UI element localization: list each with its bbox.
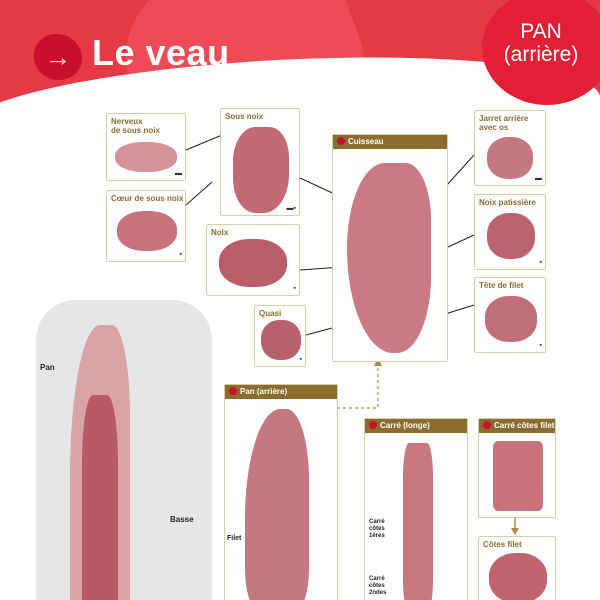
- card-label: Jarret arrière avec os: [479, 114, 529, 132]
- card-tete-de-filet: Tête de filet ▪: [474, 277, 546, 353]
- arrow-icon: [369, 421, 377, 429]
- card-header: Pan (arrière): [225, 385, 337, 399]
- pot-icon: ▬: [175, 170, 182, 177]
- meat-image: [117, 211, 177, 251]
- card-noix: Noix ▪: [206, 224, 300, 296]
- badge-line-2: (arrière): [503, 43, 579, 66]
- arrow-icon: [483, 421, 491, 429]
- arrow-icon: [229, 387, 237, 395]
- meat-image: [261, 320, 301, 360]
- label-filet: Filet: [227, 535, 242, 542]
- badge-line-1: PAN: [520, 20, 562, 43]
- card-header: Cuisseau: [333, 135, 447, 149]
- pan-icon: ▪: [179, 251, 182, 258]
- label-carre-2: Carré côtes 2ndes: [369, 576, 387, 596]
- card-label: Noix: [211, 228, 229, 237]
- pot-icon: ▬: [535, 175, 542, 182]
- card-label: Sous noix: [225, 112, 264, 121]
- arrow-right-icon: →: [34, 34, 82, 80]
- card-nerveux-sous-noix: Nerveux de sous noix ▬: [106, 113, 186, 181]
- meat-image: [219, 239, 287, 287]
- pan-icon: ▪: [539, 259, 542, 266]
- card-label: Nerveux de sous noix: [111, 117, 160, 135]
- meat-image: [493, 441, 543, 511]
- meat-image: [487, 137, 533, 179]
- arrow-icon: [337, 137, 345, 145]
- label-pan: Pan: [40, 363, 55, 372]
- card-header: Carré côtes filet: [479, 419, 555, 433]
- card-header-label: Carré côtes filet: [494, 421, 555, 430]
- card-header-label: Cuisseau: [348, 137, 384, 146]
- card-coeur-sous-noix: Cœur de sous noix ▪: [106, 190, 186, 262]
- card-cuisseau: Cuisseau: [332, 134, 448, 362]
- carcass-muscle: [82, 395, 118, 600]
- card-label: Quasi: [259, 309, 282, 318]
- label-basse: Basse: [170, 515, 194, 524]
- card-header-label: Pan (arrière): [240, 387, 288, 396]
- meat-image: [233, 127, 289, 213]
- card-label: Cœur de sous noix: [111, 194, 184, 203]
- card-pan-arriere: Pan (arrière) Filet: [224, 384, 338, 600]
- card-noix-patissiere: Noix patissière ▪: [474, 194, 546, 270]
- pan-icon: ▪: [293, 285, 296, 292]
- badge-background: [482, 0, 600, 105]
- pan-icon: ▪: [299, 356, 302, 363]
- card-label: Côtes filet: [483, 540, 522, 549]
- page-title: Le veau: [92, 32, 230, 73]
- label-carre-1: Carré côtes 1ères: [369, 519, 385, 539]
- carre-image: [403, 443, 433, 600]
- card-carre-longe: Carré (longe) Carré côtes 1ères Carré cô…: [364, 418, 468, 600]
- card-label: Tête de filet: [479, 281, 524, 290]
- meat-image: [489, 553, 547, 600]
- cuisseau-image: [347, 163, 431, 353]
- card-jarret-arriere: Jarret arrière avec os ▬: [474, 110, 546, 186]
- card-carre-cotes-filet: Carré côtes filet: [478, 418, 556, 518]
- section-badge: PAN (arrière): [482, 0, 600, 105]
- card-header-label: Carré (longe): [380, 421, 430, 430]
- meat-image: [487, 213, 535, 259]
- pan-icon: ▪: [539, 342, 542, 349]
- card-cotes-filet: Côtes filet: [478, 536, 556, 600]
- pan-image: [245, 409, 309, 600]
- card-sous-noix: Sous noix ▬▪: [220, 108, 300, 216]
- card-quasi: Quasi ▪: [254, 305, 306, 367]
- carcass-image: [62, 325, 172, 600]
- card-label: Noix patissière: [479, 198, 536, 207]
- pot-icon: ▬▪: [286, 205, 296, 212]
- meat-image: [115, 142, 177, 172]
- card-header: Carré (longe): [365, 419, 467, 433]
- meat-image: [485, 296, 537, 342]
